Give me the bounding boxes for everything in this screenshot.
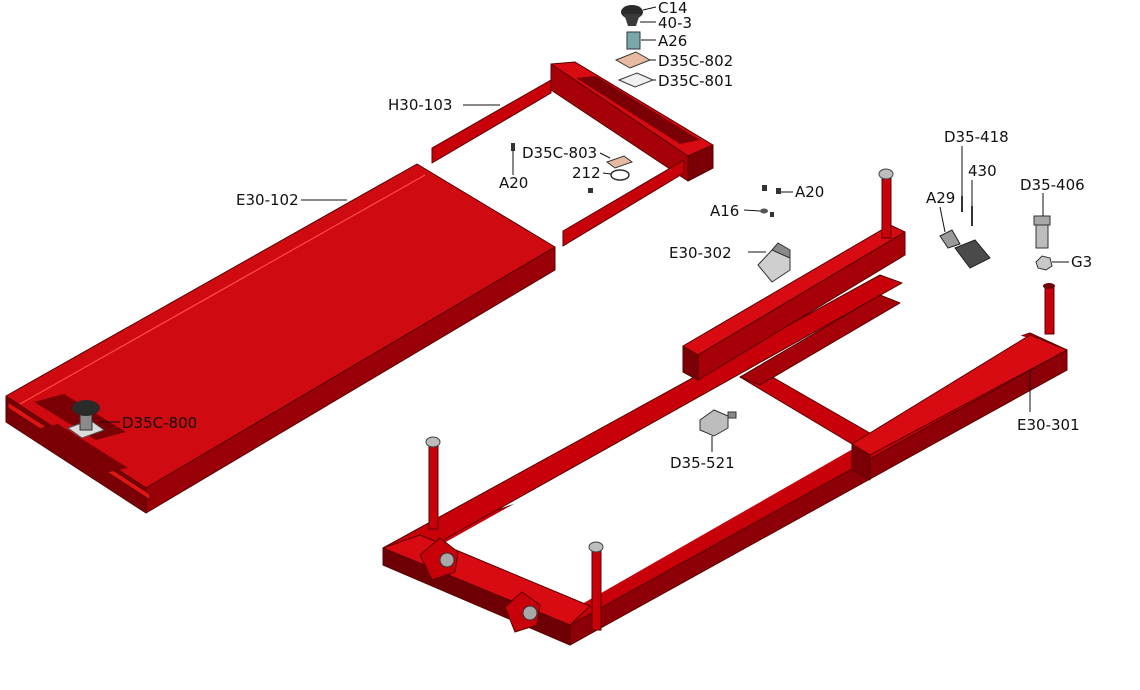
base-angle-side xyxy=(697,231,906,381)
leader-lines xyxy=(100,6,1069,452)
pad-d35c-800 xyxy=(66,400,106,439)
post-right-near-top xyxy=(1043,283,1055,289)
post-left-near xyxy=(591,549,602,631)
label-d35c-800: D35C-800 xyxy=(122,414,197,432)
label-e30-102: E30-102 xyxy=(236,191,299,209)
hinge-left-pin xyxy=(439,552,455,568)
base-hinges xyxy=(419,537,541,633)
label-a29: A29 xyxy=(926,189,955,207)
nut-g3 xyxy=(1035,255,1053,271)
ring-212 xyxy=(610,169,630,181)
post-left-near-cap xyxy=(588,541,604,553)
platform-top-face xyxy=(5,163,556,489)
block-d35-521-tab xyxy=(727,411,737,419)
leader-c14 xyxy=(642,6,657,11)
label-a20-top: A20 xyxy=(499,174,528,192)
cone-40-3 xyxy=(624,14,640,26)
hinge-right-pin xyxy=(522,605,538,621)
leader-a29 xyxy=(939,206,946,233)
bolt-a20-mid xyxy=(762,185,767,191)
bracket-e30-302-ear xyxy=(771,242,791,259)
switch-a29-body xyxy=(954,239,991,269)
label-430: 430 xyxy=(968,162,997,180)
platform-e30-102 xyxy=(5,163,556,514)
label-a20-mid: A20 xyxy=(795,183,824,201)
pad-d35c-802 xyxy=(614,51,652,69)
label-d35-406: D35-406 xyxy=(1020,176,1085,194)
bolt-a16-2 xyxy=(770,212,774,217)
label-d35c-802: D35C-802 xyxy=(658,52,733,70)
label-212: 212 xyxy=(572,164,601,182)
post-right-far-cap xyxy=(878,168,894,180)
bolt-a20-top xyxy=(511,143,515,151)
frame-h30-103 xyxy=(431,61,714,247)
label-d35c-801: D35C-801 xyxy=(658,72,733,90)
top-stack-parts xyxy=(614,5,655,88)
base-near-channel-face xyxy=(851,443,871,481)
bolt-small-1 xyxy=(588,188,593,193)
label-e30-301: E30-301 xyxy=(1017,416,1080,434)
label-d35c-803: D35C-803 xyxy=(522,144,597,162)
frame-right-rail xyxy=(562,159,685,247)
platform-edge-highlight xyxy=(19,174,426,405)
platform-slot-2 xyxy=(30,424,128,474)
post-left-far-cap xyxy=(425,436,441,448)
washer-a16 xyxy=(760,208,768,214)
switch-a29-arm xyxy=(939,229,961,249)
frame-end-slot xyxy=(576,76,700,144)
pad-rubber-top xyxy=(72,400,100,416)
bracket-e30-302 xyxy=(757,249,791,283)
base-frame-e30-301 xyxy=(382,224,1068,646)
label-d35-521: D35-521 xyxy=(670,454,735,472)
plate-d35c-801 xyxy=(617,72,655,88)
frame-end-block-front xyxy=(687,144,714,182)
bolt-d35-406 xyxy=(1035,223,1049,249)
plate-d35c-803 xyxy=(605,155,634,169)
label-e30-302: E30-302 xyxy=(669,244,732,262)
hardware-parts xyxy=(699,185,1053,437)
frame-small-parts xyxy=(511,143,634,193)
post-right-far xyxy=(881,177,892,239)
post-left-far xyxy=(428,444,439,530)
hinge-right xyxy=(504,591,541,633)
base-crossbar-2 xyxy=(739,294,901,386)
label-g3: G3 xyxy=(1071,253,1092,271)
label-d35-418: D35-418 xyxy=(944,128,1009,146)
block-d35-521 xyxy=(699,409,729,437)
leader-212 xyxy=(602,172,612,175)
base-posts xyxy=(425,168,1055,631)
label-a16: A16 xyxy=(710,202,739,220)
label-a26: A26 xyxy=(658,32,687,50)
sleeve-a26 xyxy=(626,31,641,50)
bolt-d35-406-head xyxy=(1033,215,1051,226)
leader-a16 xyxy=(743,209,761,212)
base-opening xyxy=(435,292,1040,608)
hinge-left xyxy=(419,537,459,581)
part-labels: C14 40-3 A26 D35C-802 D35C-801 H30-103 D… xyxy=(122,0,1092,472)
label-40-3: 40-3 xyxy=(658,14,692,32)
label-c14: C14 xyxy=(658,0,688,17)
post-right-near xyxy=(1044,285,1055,335)
bolt-a20-mid-2 xyxy=(776,188,781,194)
label-h30-103: H30-103 xyxy=(388,96,452,114)
frame-left-rail xyxy=(431,79,552,164)
leader-d35c-803 xyxy=(599,152,611,159)
